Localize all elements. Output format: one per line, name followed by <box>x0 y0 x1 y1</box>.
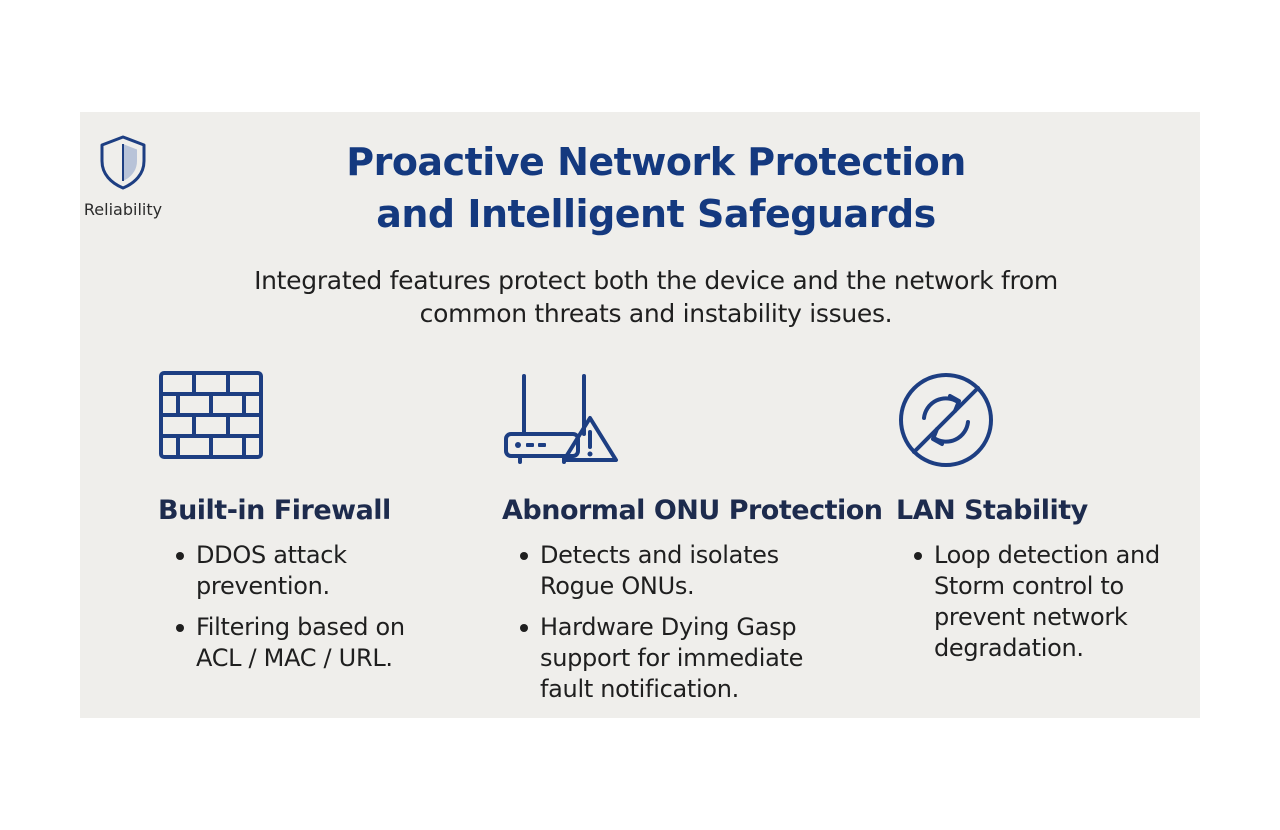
bullet-line: fault notification. <box>540 675 739 703</box>
feature-heading: Built-in Firewall <box>158 495 391 526</box>
list-item: Filtering based on ACL / MAC / URL. <box>176 612 405 674</box>
shield-icon <box>100 135 146 190</box>
subtitle-line-1: Integrated features protect both the dev… <box>254 266 1058 295</box>
badge-label: Reliability <box>83 200 163 219</box>
bullet-list: DDOS attack prevention. Filtering based … <box>176 540 405 684</box>
title-line-1: Proactive Network Protection <box>346 140 966 184</box>
loop-blocked-icon <box>899 373 993 467</box>
title-line-2: and Intelligent Safeguards <box>376 192 936 236</box>
bullet-line: degradation. <box>934 634 1084 662</box>
list-item: Detects and isolates Rogue ONUs. <box>520 540 803 602</box>
bullet-line: ACL / MAC / URL. <box>196 644 393 672</box>
list-item: Hardware Dying Gasp support for immediat… <box>520 612 803 705</box>
router-warning-icon <box>504 374 618 464</box>
bullet-line: prevention. <box>196 572 330 600</box>
page-title: Proactive Network Protection and Intelli… <box>230 136 1082 240</box>
firewall-brick-wall-icon <box>159 371 263 459</box>
bullet-line: Filtering based on <box>196 613 405 641</box>
bullet-line: Detects and isolates <box>540 541 779 569</box>
bullet-line: Rogue ONUs. <box>540 572 695 600</box>
reliability-badge: Reliability <box>80 134 166 219</box>
bullet-list: Detects and isolates Rogue ONUs. Hardwar… <box>520 540 803 715</box>
bullet-line: Storm control to <box>934 572 1124 600</box>
list-item: DDOS attack prevention. <box>176 540 405 602</box>
feature-heading: LAN Stability <box>896 495 1088 526</box>
bullet-line: Loop detection and <box>934 541 1160 569</box>
feature-heading: Abnormal ONU Protection <box>502 495 883 526</box>
bullet-line: Hardware Dying Gasp <box>540 613 797 641</box>
bullet-line: support for immediate <box>540 644 804 672</box>
bullet-line: prevent network <box>934 603 1128 631</box>
bullet-list: Loop detection and Storm control to prev… <box>914 540 1160 674</box>
subtitle-line-2: common threats and instability issues. <box>419 299 893 328</box>
bullet-line: DDOS attack <box>196 541 347 569</box>
list-item: Loop detection and Storm control to prev… <box>914 540 1160 664</box>
slide: Reliability Proactive Network Protection… <box>80 112 1200 718</box>
subtitle: Integrated features protect both the dev… <box>180 264 1132 330</box>
